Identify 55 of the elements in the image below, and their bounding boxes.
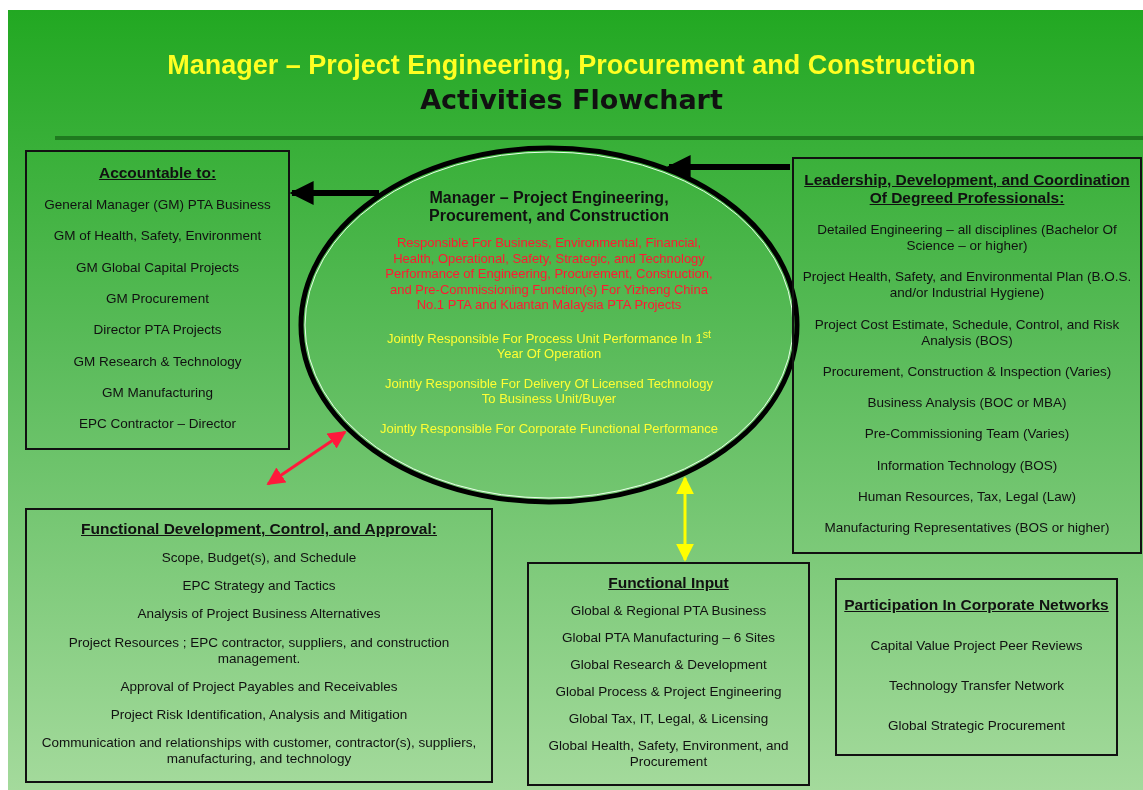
list-item: Global PTA Manufacturing – 6 Sites <box>562 629 775 646</box>
activity-box <box>835 578 1118 756</box>
responsibility-text: Responsible For Business, Environmental, Financial, Health, Operational, Safety, Strategic, and Technology Performance of Engineering, Procurement, Construction, and Pre-Commissioning Function(s) For Yizheng China No.1 PTA and Kuantan Malaysia PTA Projects <box>384 235 714 313</box>
list-item: Communication and relationships with customer, contractor(s), suppliers, manufacturing, and technology <box>40 734 478 767</box>
list-item: Technology Transfer Network <box>889 678 1064 694</box>
box-heading: Participation In Corporate Networks <box>844 596 1109 614</box>
responsibility-text: Jointly Responsible For Process Unit Performance In 1$^{st}$ Year Of Operation <box>385 326 713 362</box>
role-ellipse <box>298 145 800 505</box>
list-item: Detailed Engineering – all disciplines (Bachelor Of Science – or higher) <box>816 221 1118 254</box>
title: Manager – Project Engineering, Procurement and Construction <box>166 50 977 81</box>
list-item: Procurement, Construction & Inspection (Varies) <box>822 363 1112 380</box>
list-item: Global Strategic Procurement <box>887 718 1066 734</box>
subtitle: Activities Flowchart <box>419 84 724 115</box>
list-item: Analysis of Project Business Alternatives <box>137 606 381 623</box>
responsibility-text: Jointly Responsible For Corporate Functional Performance <box>378 420 720 437</box>
responsibility-text: Jointly Responsible For Delivery Of Licensed Technology To Business Unit/Buyer <box>384 375 714 407</box>
list-item: Global & Regional PTA Business <box>570 602 767 619</box>
list-item: Global Tax, IT, Legal, & Licensing <box>568 711 769 728</box>
box-heading: Leadership, Development, and Coordination Of Degreed Professionals: <box>803 170 1131 207</box>
activity-box <box>25 508 493 783</box>
activity-box <box>527 562 810 786</box>
list-item: Human Resources, Tax, Legal (Law) <box>857 489 1077 505</box>
list-item: Global Health, Safety, Environment, and Procurement <box>547 738 790 771</box>
list-item: Capital Value Project Peer Reviews <box>870 638 1083 654</box>
list-item: GM Research & Technology <box>73 353 242 370</box>
list-item: General Manager (GM) PTA Business <box>44 197 271 213</box>
list-item: Pre-Commissioning Team (Varies) <box>864 426 1070 443</box>
list-item: GM of Health, Safety, Environment <box>53 228 262 245</box>
list-item: Global Process & Project Engineering <box>555 684 782 701</box>
box-heading: Functional Input <box>608 573 729 592</box>
list-item: GM Procurement <box>106 290 209 307</box>
list-item: Project Risk Identification, Analysis and Mitigation <box>110 706 408 723</box>
list-item: Global Research & Development <box>570 657 767 673</box>
arrow <box>676 476 694 562</box>
box-heading: Accountable to: <box>98 163 217 182</box>
list-item: Manufacturing Representatives (BOS or higher) <box>824 520 1110 537</box>
list-item: Project Resources ; EPC contractor, suppliers, and construction management. <box>67 634 451 667</box>
arrow <box>289 181 379 205</box>
box-heading: Manager – Project Engineering, Procurement, and Construction <box>428 189 670 225</box>
list-item: GM Manufacturing <box>101 384 213 401</box>
list-item: Business Analysis (BOC or MBA) <box>867 395 1067 412</box>
list-item: Information Technology (BOS) <box>876 457 1058 474</box>
list-item: Scope, Budget(s), and Schedule <box>161 550 357 567</box>
activity-box <box>25 150 290 450</box>
list-item: Project Health, Safety, and Environmental Plan (B.O.S. and/or Industrial Hygiene) <box>801 269 1133 302</box>
arrow <box>666 155 790 179</box>
list-item: Director PTA Projects <box>93 322 222 339</box>
box-heading: Functional Development, Control, and Approval: <box>81 520 437 539</box>
list-item: EPC Contractor – Director <box>79 416 236 433</box>
list-item: Approval of Project Payables and Receivables <box>120 678 398 695</box>
list-item: EPC Strategy and Tactics <box>182 578 336 595</box>
activity-box <box>792 157 1142 554</box>
arrow <box>266 430 347 486</box>
list-item: GM Global Capital Projects <box>76 259 239 276</box>
list-item: Project Cost Estimate, Schedule, Control, and Risk Analysis (BOS) <box>813 316 1121 349</box>
